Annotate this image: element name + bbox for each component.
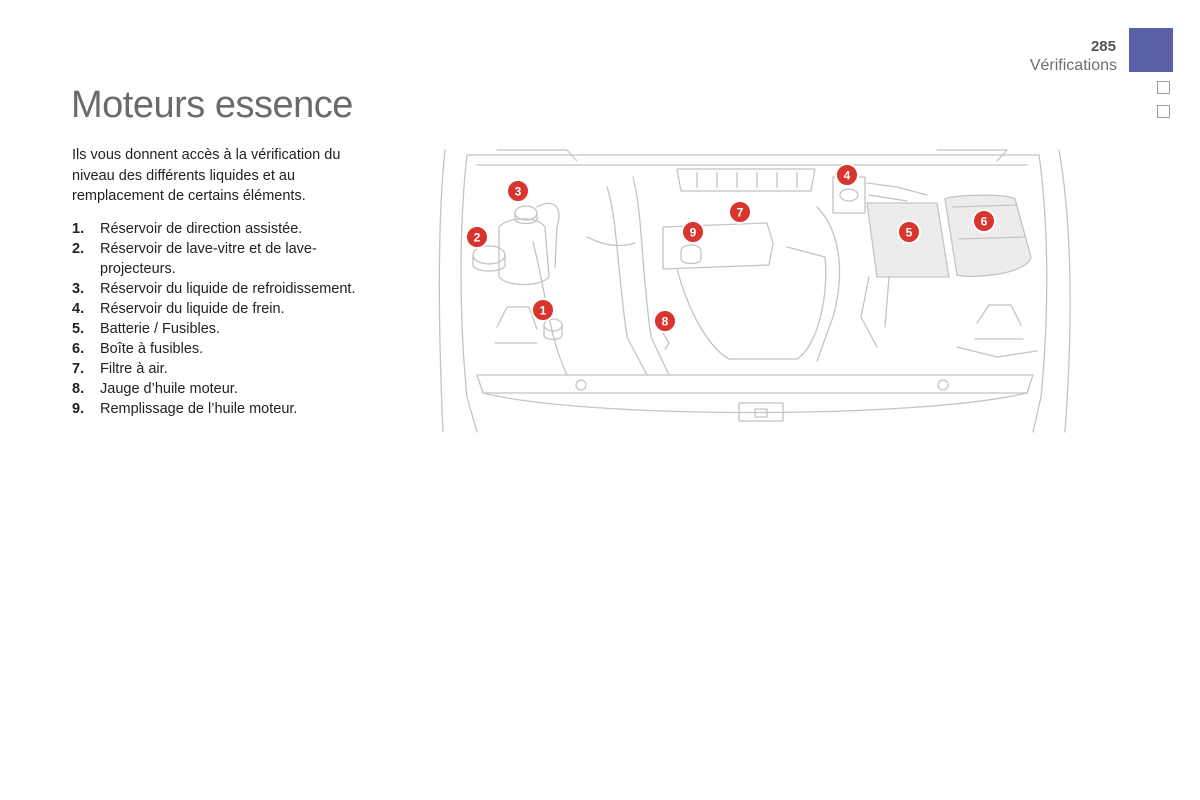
list-item: 7. Filtre à air. (72, 359, 392, 379)
list-item: 2. Réservoir de lave-vitre et de lave-pro… (72, 239, 392, 279)
coolant-tank (498, 218, 550, 286)
bumper-line (482, 392, 1028, 414)
item-number: 2. (72, 241, 85, 257)
cowl-panel (466, 154, 1040, 166)
intro-text: Ils vous donnent accès à la vérification… (72, 147, 341, 204)
bonnet-latch (738, 402, 784, 422)
marker-7-label: 7 (737, 206, 744, 220)
marker-3-label: 3 (515, 185, 522, 199)
air-filter-ribs (696, 172, 798, 188)
left-fender-inner (460, 154, 478, 433)
marker-3[interactable]: 3 (506, 179, 530, 203)
item-number: 8. (72, 381, 85, 397)
marker-2[interactable]: 2 (465, 225, 489, 249)
parts-list: 1. Réservoir de direction assistée. 2. Rés… (72, 219, 392, 419)
coolant-cap (514, 205, 538, 221)
item-label: Réservoir de direction assistée. (100, 221, 303, 237)
marker-5-label: 5 (906, 226, 913, 240)
coolant-cap-side (514, 212, 538, 225)
right-radiator-mount (956, 346, 1038, 358)
oil-filler-cap (680, 244, 702, 265)
item-label: Filtre à air. (100, 361, 168, 377)
marker-5[interactable]: 5 (897, 220, 921, 244)
engine-bay-illustration: 1 2 3 4 5 6 7 8 (438, 149, 1071, 433)
item-number: 9. (72, 401, 85, 417)
marker-6[interactable]: 6 (972, 209, 996, 233)
item-label: Réservoir de lave-vitre et de lave-proje… (100, 241, 317, 277)
marker-8[interactable]: 8 (653, 309, 677, 333)
engine-cover (662, 222, 774, 270)
marker-9[interactable]: 9 (681, 220, 705, 244)
left-fender-outline (438, 149, 446, 433)
chapter-tab-empty-2[interactable] (1157, 105, 1170, 118)
left-strut-mount (494, 306, 538, 344)
chapter-tab-empty-1[interactable] (1157, 81, 1170, 94)
washer-reservoir-body (472, 254, 506, 272)
right-fender-outline (1058, 149, 1071, 433)
item-label: Réservoir du liquide de frein. (100, 301, 285, 317)
item-number: 7. (72, 361, 85, 377)
item-label: Jauge d’huile moteur. (100, 381, 238, 397)
list-item: 1. Réservoir de direction assistée. (72, 219, 392, 239)
item-label: Boîte à fusibles. (100, 341, 204, 357)
page-title: Moteurs essence (71, 84, 353, 126)
battery-cables (860, 276, 890, 348)
right-strut-mount (974, 304, 1024, 340)
item-number: 3. (72, 281, 85, 297)
intake-pipe (606, 186, 648, 376)
marker-4-label: 4 (844, 169, 851, 183)
item-number: 1. (72, 221, 85, 237)
item-label: Remplissage de l’huile moteur. (100, 401, 298, 417)
marker-1[interactable]: 1 (531, 298, 555, 322)
wiper-panel (496, 149, 1008, 162)
list-item: 6. Boîte à fusibles. (72, 339, 392, 359)
fuse-box (944, 194, 1032, 278)
marker-4[interactable]: 4 (835, 163, 859, 187)
air-filter-box (676, 168, 816, 192)
list-item: 5. Batterie / Fusibles. (72, 319, 392, 339)
dipstick (662, 332, 670, 350)
item-label: Batterie / Fusibles. (100, 321, 221, 337)
right-fender-inner (1032, 154, 1048, 433)
page-number: 285 (1090, 38, 1116, 55)
list-item: 4. Réservoir du liquide de frein. (72, 299, 392, 319)
marker-1-label: 1 (540, 304, 547, 318)
item-number: 5. (72, 321, 85, 337)
list-item: 9. Remplissage de l’huile moteur. (72, 399, 392, 419)
bolt (937, 379, 949, 391)
bolt (575, 379, 587, 391)
chapter-tab[interactable] (1129, 28, 1173, 72)
marker-6-label: 6 (981, 215, 988, 229)
item-number: 4. (72, 301, 85, 317)
marker-9-label: 9 (690, 226, 697, 240)
engine-block (676, 246, 827, 360)
marker-7[interactable]: 7 (728, 200, 752, 224)
brake-reservoir-cap (839, 188, 859, 202)
engine-bay-figure: 1 2 3 4 5 6 7 8 (437, 147, 1089, 435)
fuse-box-lid (952, 204, 1026, 240)
list-item: 3. Réservoir du liquide de refroidissemen… (72, 279, 392, 299)
coolant-hose (816, 206, 841, 362)
coolant-hose (586, 236, 636, 247)
steering-reservoir-body (543, 324, 563, 341)
intake-pipe (632, 176, 670, 376)
item-label: Réservoir du liquide de refroidissement. (100, 281, 356, 297)
front-crossmember (476, 374, 1034, 394)
marker-2-label: 2 (474, 231, 481, 245)
marker-8-label: 8 (662, 315, 669, 329)
list-item: 8. Jauge d’huile moteur. (72, 379, 392, 399)
section-name: Vérifications (1029, 57, 1117, 74)
hose (536, 202, 560, 268)
item-number: 6. (72, 341, 85, 357)
